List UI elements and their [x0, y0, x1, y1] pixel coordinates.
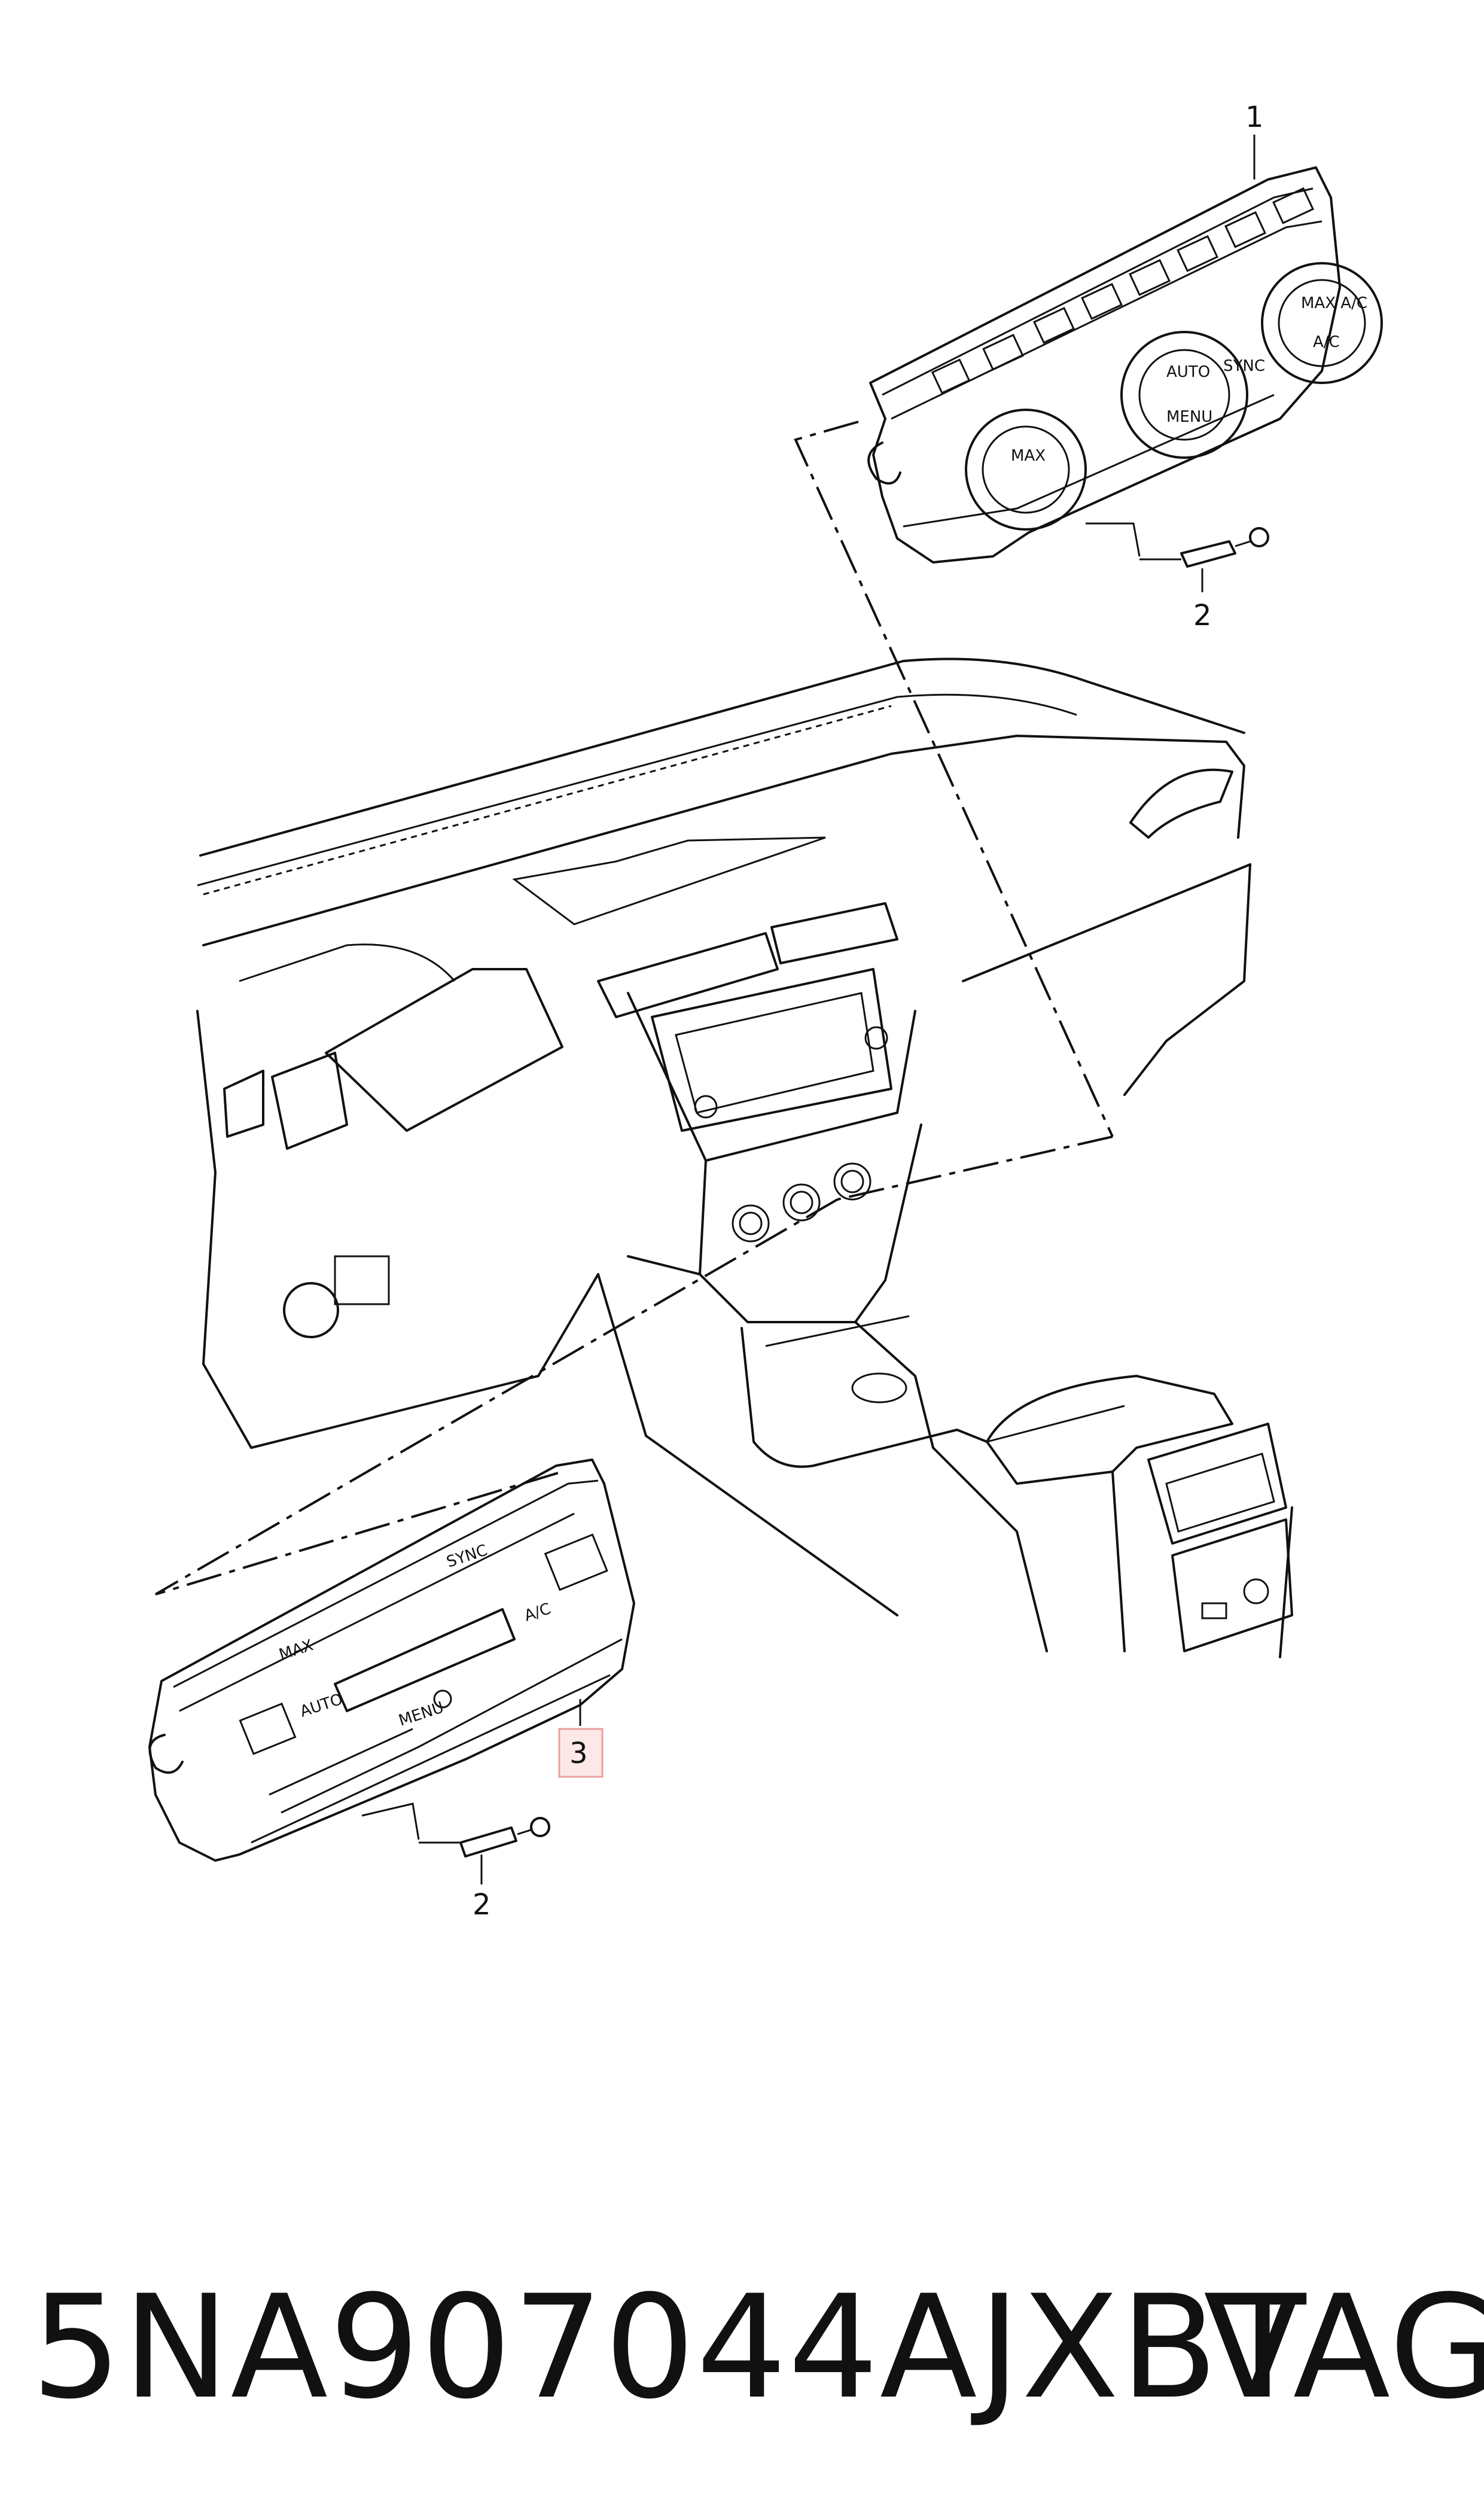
button-row-top [931, 187, 1314, 394]
screw-bottom: 2 [361, 1803, 550, 1922]
knob-center-top: AUTO MENU SYNC [1120, 331, 1265, 459]
svg-text:MAX: MAX [1011, 447, 1046, 465]
leader-bottom [154, 1198, 839, 1596]
vendor-name: VAG [1203, 2265, 1484, 2431]
climate-control-unit-bottom: AUTO MENU SYNC A/C MAX [148, 1459, 635, 1862]
svg-text:MAX: MAX [277, 1636, 315, 1664]
callout-1: 1 [1245, 101, 1264, 179]
svg-text:2: 2 [1193, 599, 1212, 632]
svg-text:MENU: MENU [397, 1698, 446, 1730]
svg-text:3: 3 [569, 1737, 588, 1770]
svg-text:MENU: MENU [1166, 408, 1212, 426]
part-number-footer: 5NA907044AJXBT VAG [31, 2265, 1484, 2431]
svg-text:SYNC: SYNC [1223, 357, 1265, 375]
svg-text:A/C: A/C [1313, 333, 1340, 351]
svg-text:2: 2 [473, 1888, 491, 1922]
svg-text:MAX A/C: MAX A/C [1301, 294, 1367, 312]
svg-text:AUTO: AUTO [1166, 363, 1210, 381]
screw-top: 2 [1086, 522, 1269, 632]
svg-text:A/C: A/C [522, 1600, 553, 1625]
callout-3: 3 [558, 1699, 604, 1778]
climate-control-unit-top: MAX AUTO MENU SYNC MAX A/C A/C [867, 166, 1383, 564]
svg-text:1: 1 [1245, 101, 1264, 134]
dashboard [196, 657, 1293, 1658]
knob-left-top: MAX [965, 409, 1087, 531]
instrument-cluster [325, 968, 563, 1132]
svg-text:AUTO: AUTO [298, 1691, 345, 1721]
knob-right-top: MAX A/C A/C [1261, 262, 1383, 384]
infotainment-screen [651, 968, 892, 1132]
leader-top [794, 421, 1114, 1137]
part-number: 5NA907044AJXBT [31, 2265, 1308, 2431]
dash-climate-knobs [732, 1162, 871, 1243]
